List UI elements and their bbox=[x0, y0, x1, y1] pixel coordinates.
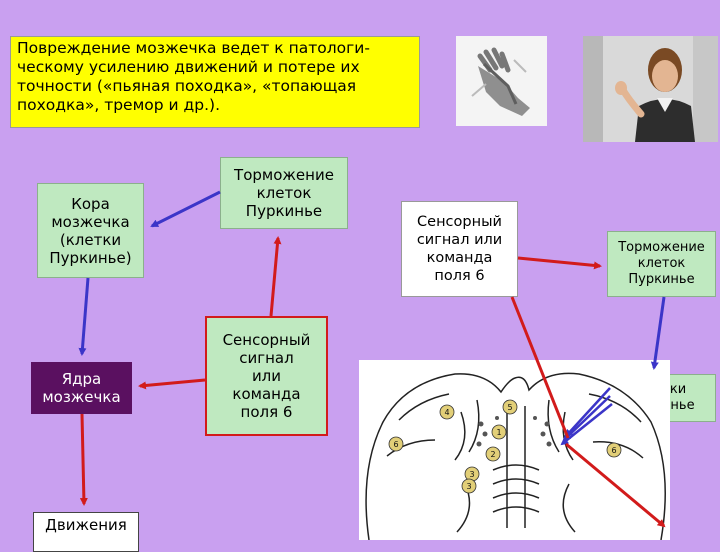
person-photo bbox=[583, 36, 718, 142]
diagram-label: 6 bbox=[393, 440, 398, 449]
arrow-sensory-right-to-inhibition bbox=[517, 256, 602, 270]
cerebellar-cortex-box: Кора мозжечка (клетки Пуркинье) bbox=[37, 183, 144, 278]
arrow-sensory-right-down bbox=[510, 296, 570, 439]
purkinje-inhibition-box: Торможение клеток Пуркинье bbox=[220, 157, 348, 229]
diagram-label: 2 bbox=[490, 450, 495, 459]
arrow-inhibition-right-to-purkinje bbox=[650, 296, 666, 370]
arrow-purkinje-to-diagram-1 bbox=[564, 387, 611, 438]
cerebellum-diagram: 4 5 6 6 1 2 3 3 bbox=[359, 360, 670, 541]
arrow-nuclei-to-movement bbox=[79, 413, 88, 506]
purkinje-inhibition-right-box: Торможение клеток Пуркинье bbox=[607, 231, 716, 297]
diagram-label: 3 bbox=[469, 470, 474, 479]
title-text-box: Повреждение мозжечка ведет к патологи- ч… bbox=[10, 36, 420, 128]
cerebellar-nuclei-box: Ядра мозжечка bbox=[31, 362, 132, 414]
diagram-label: 3 bbox=[466, 482, 471, 491]
arrow-inhibition-to-cortex bbox=[150, 190, 221, 228]
diagram-label: 4 bbox=[444, 408, 449, 417]
diagram-label: 5 bbox=[507, 403, 512, 412]
arrow-diagram-to-corner bbox=[565, 442, 666, 528]
arrow-sensory-to-nuclei bbox=[138, 378, 206, 390]
sensory-signal-box: Сенсорный сигнал или команда поля 6 bbox=[205, 316, 328, 436]
arrow-sensory-to-inhibition bbox=[269, 236, 282, 317]
diagram-label: 6 bbox=[611, 446, 616, 455]
arrow-purkinje-to-diagram-3 bbox=[560, 403, 613, 446]
hand-tremor-image bbox=[456, 36, 547, 126]
arrow-purkinje-to-diagram-2 bbox=[562, 395, 611, 442]
arrow-layer bbox=[78, 190, 666, 528]
diagram-label: 1 bbox=[496, 428, 501, 437]
arrow-cortex-to-nuclei bbox=[78, 277, 90, 356]
sensory-signal-right-box: Сенсорный сигнал или команда поля 6 bbox=[401, 201, 518, 297]
